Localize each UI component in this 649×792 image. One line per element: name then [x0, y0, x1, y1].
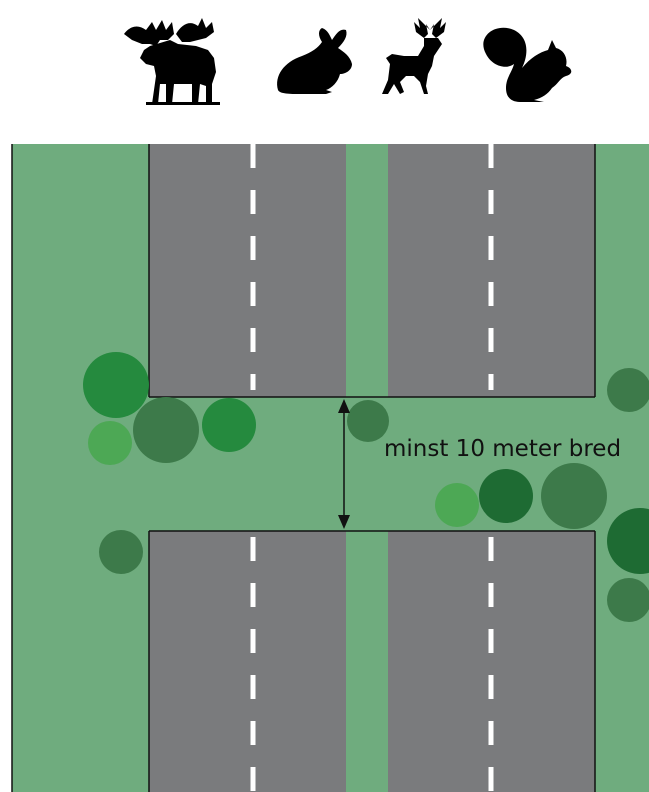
width-arrow: [338, 399, 350, 529]
tree: [607, 508, 649, 574]
lower-road-right-carriageway: [388, 531, 595, 792]
tree: [133, 397, 199, 463]
tree: [541, 463, 607, 529]
tree: [607, 578, 649, 622]
tree: [202, 398, 256, 452]
arrow-head-down: [338, 515, 350, 529]
lower-road-median: [346, 531, 388, 792]
trees: [83, 352, 649, 622]
tree: [99, 530, 143, 574]
arrow-head-up: [338, 399, 350, 413]
tree: [435, 483, 479, 527]
rabbit-icon: [277, 28, 352, 94]
upper-road-median: [346, 144, 388, 397]
tree: [479, 469, 533, 523]
tree: [607, 368, 649, 412]
lower-road-left-carriageway: [149, 531, 346, 792]
tree: [88, 421, 132, 465]
width-label: minst 10 meter bred: [384, 436, 621, 462]
squirrel-icon: [483, 27, 572, 102]
lower-road: [148, 530, 596, 792]
upper-road-left-carriageway: [149, 144, 346, 397]
tree: [83, 352, 149, 418]
tree: [347, 400, 389, 442]
deer-icon: [382, 18, 446, 94]
upper-road: [148, 144, 596, 398]
upper-road-right-carriageway: [388, 144, 595, 397]
moose-icon: [124, 18, 220, 105]
